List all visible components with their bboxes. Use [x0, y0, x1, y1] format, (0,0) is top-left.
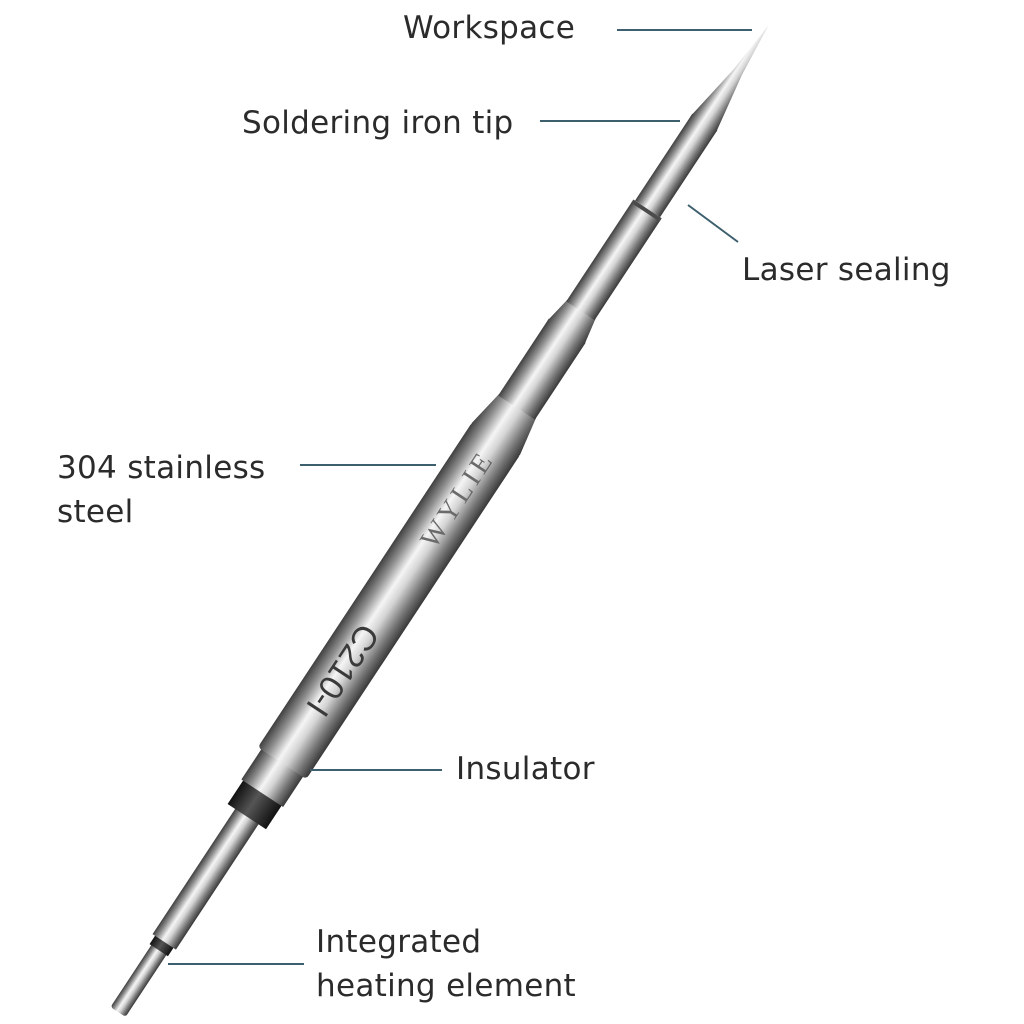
upper-shaft [566, 201, 661, 321]
leader-lines [168, 29, 752, 965]
tip-barrel [635, 113, 718, 218]
label-heating-element-line2: heating element [316, 968, 576, 1004]
insulator-band [227, 778, 283, 830]
label-soldering-iron-tip: Soldering iron tip [242, 105, 514, 141]
lower-shaft [152, 807, 260, 950]
tail-ring [149, 934, 175, 957]
label-heating-element: Integrated heating element [316, 920, 576, 1008]
label-stainless-steel: 304 stainless steel [57, 446, 265, 534]
collar [241, 747, 305, 808]
label-laser-sealing: Laser sealing [742, 252, 951, 288]
label-workspace: Workspace [403, 10, 576, 46]
label-insulator: Insulator [456, 751, 595, 787]
label-stainless-steel-line2: steel [57, 494, 134, 530]
label-heating-element-line1: Integrated [316, 924, 482, 960]
label-stainless-steel-line1: 304 stainless [57, 450, 266, 486]
tip-cone [691, 25, 769, 132]
laser-seal-seam [631, 199, 662, 222]
mid-shaft [498, 318, 586, 420]
heating-element-pin [111, 943, 168, 1016]
leader-laser-sealing [687, 204, 739, 243]
main-body [259, 423, 520, 778]
